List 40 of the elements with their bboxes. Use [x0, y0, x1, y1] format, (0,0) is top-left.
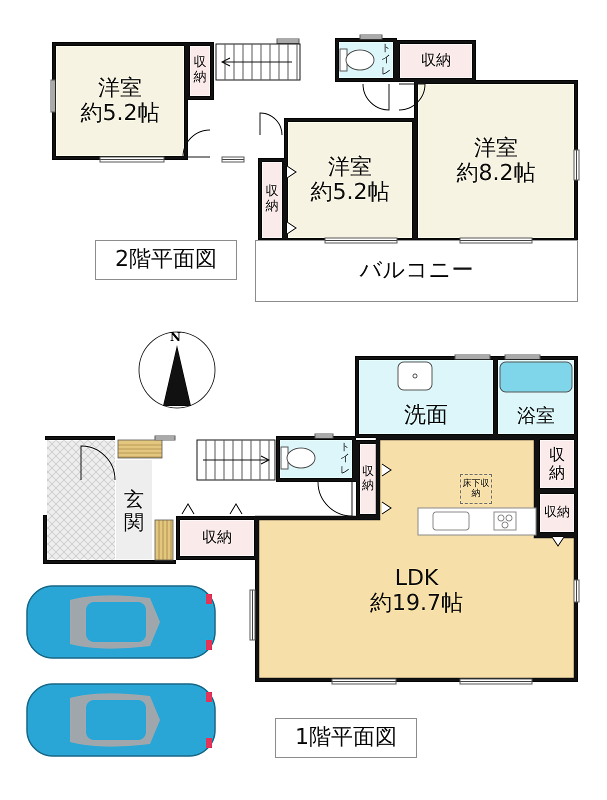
balcony — [255, 240, 578, 302]
entrance — [116, 460, 152, 562]
closet — [396, 40, 476, 82]
room-name: 浴室 — [517, 406, 555, 428]
closet-label: 収納 — [362, 465, 374, 493]
closet-label: 収納 — [193, 56, 207, 86]
closet-label: 収納 — [265, 185, 279, 215]
closet — [536, 436, 578, 492]
north-label: N — [170, 330, 181, 344]
room-area: 約8.2帖 — [456, 161, 536, 186]
room-name: 洋室 — [328, 154, 372, 180]
closet-label: 収納 — [421, 52, 451, 70]
room-name: 洋室 — [98, 76, 142, 101]
closet — [176, 516, 258, 560]
underfloor-storage — [460, 474, 492, 504]
floor-title-text: 1階平面図 — [295, 725, 397, 751]
room — [52, 42, 188, 160]
closet-label: 収納 — [202, 529, 232, 547]
room-name: トイレ — [340, 442, 350, 476]
room — [414, 80, 578, 242]
balcony-label: バルコニー — [360, 258, 474, 284]
room-area: 約19.7帖 — [370, 591, 463, 617]
closet — [186, 42, 214, 100]
room-name: 洗面 — [404, 402, 448, 428]
room-area: 約5.2帖 — [80, 101, 160, 126]
ldk-room — [255, 436, 578, 682]
room-name: LDK — [394, 566, 438, 592]
closet — [258, 158, 286, 242]
closet — [536, 490, 578, 536]
room-name: 玄関 — [124, 488, 144, 534]
room — [284, 118, 416, 242]
floor-title — [95, 240, 237, 280]
floor-title-text: 2階平面図 — [115, 247, 217, 273]
floor-title — [275, 718, 417, 758]
closet-label: 収納 — [544, 506, 570, 520]
room-name: トイレ — [380, 42, 391, 78]
storage-label: 床下収納 — [462, 478, 490, 500]
room-name: 洋室 — [474, 136, 518, 161]
room-area: 約5.2帖 — [310, 180, 390, 206]
closet-label: 収納 — [548, 446, 566, 482]
